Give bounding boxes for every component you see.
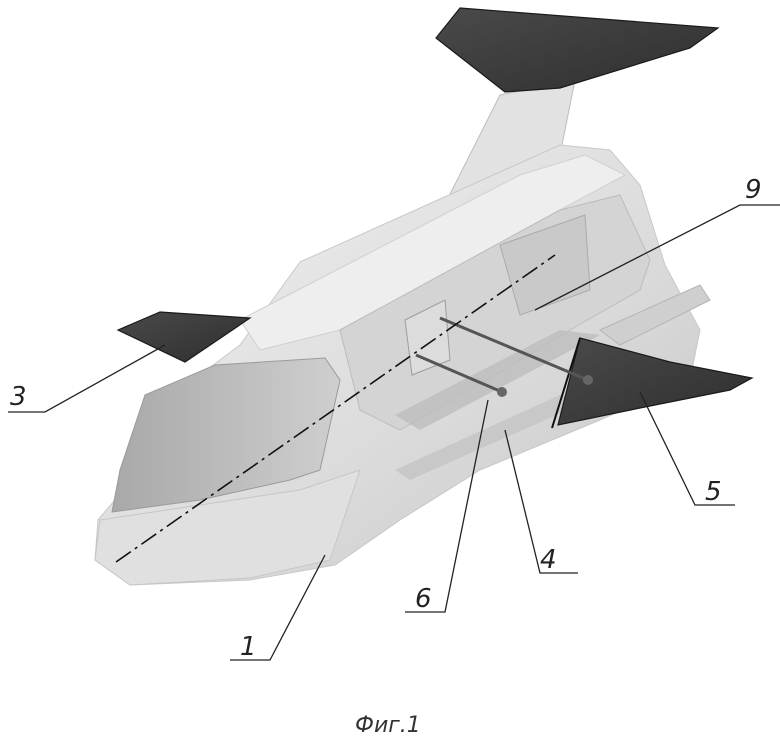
callout-9: 9	[745, 175, 762, 205]
leader-1	[230, 554, 326, 661]
callout-numbers: 1 3 4 5 6 9	[10, 175, 762, 662]
linkage-rods	[415, 316, 593, 397]
leader-lines	[8, 204, 780, 661]
leader-5	[639, 391, 735, 506]
callout-4: 4	[540, 545, 557, 575]
callout-6: 6	[415, 584, 432, 614]
leader-6	[405, 399, 489, 613]
callout-3: 3	[10, 382, 27, 412]
leader-4	[504, 429, 578, 574]
callout-5: 5	[705, 477, 722, 507]
leader-3	[8, 344, 166, 413]
right-wing	[551, 337, 754, 429]
nose-section	[94, 357, 361, 586]
center-axis	[115, 254, 556, 563]
leader-9	[534, 204, 780, 311]
left-wing	[116, 311, 252, 363]
figure-caption: Фиг.1	[355, 713, 421, 738]
callout-1: 1	[240, 632, 257, 662]
